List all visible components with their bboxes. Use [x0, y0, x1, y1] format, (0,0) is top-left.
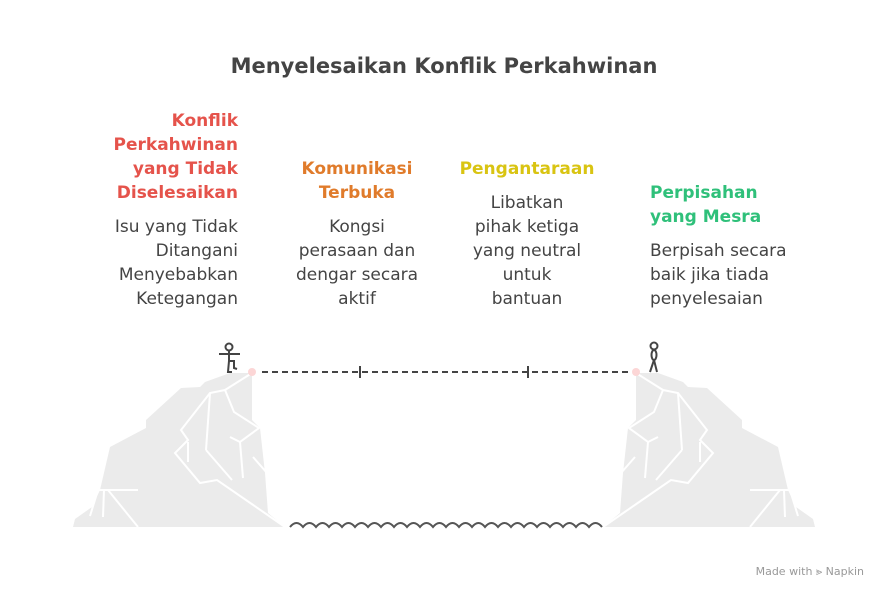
left-anchor-dot: [248, 368, 256, 376]
heading-line: yang Mesra: [650, 207, 762, 227]
body-line: baik jika tiada: [650, 265, 770, 285]
body-line: Berpisah secara: [650, 241, 787, 261]
right-anchor-dot: [632, 368, 640, 376]
body-line: aktif: [338, 289, 376, 309]
body-line: dengar secara: [295, 265, 419, 285]
stage-heading: Konflik Perkahwinan yang Tidak Diselesai…: [68, 109, 238, 205]
body-line: untuk: [502, 265, 552, 285]
body-line: bantuan: [491, 289, 563, 309]
right-cliff: [602, 372, 816, 528]
stage-unresolved-conflict: Konflik Perkahwinan yang Tidak Diselesai…: [68, 109, 238, 311]
stage-heading: Perpisahan yang Mesra: [650, 181, 820, 229]
stick-figure-left-icon: [219, 342, 240, 373]
heading-line: Pengantaraan: [459, 159, 595, 179]
body-line: yang neutral: [472, 241, 582, 261]
body-line: perasaan dan: [298, 241, 416, 261]
body-line: Ditangani: [155, 241, 238, 261]
page-title: Menyelesaikan Konflik Perkahwinan: [230, 54, 658, 78]
body-line: Ketegangan: [136, 289, 238, 309]
heading-line: Perkahwinan: [113, 135, 238, 155]
dashed-rope: [262, 366, 632, 378]
stick-figure-right-icon: [649, 341, 659, 373]
body-line: penyelesaian: [650, 289, 763, 309]
stage-heading: Pengantaraan: [447, 157, 607, 181]
branding-label: Made with: [755, 565, 813, 578]
body-line: Libatkan: [490, 193, 564, 213]
heading-line: Terbuka: [318, 183, 396, 203]
stage-mediation: Pengantaraan Libatkan pihak ketiga yang …: [447, 157, 607, 311]
stage-heading: Komunikasi Terbuka: [277, 157, 437, 205]
left-cliff: [73, 372, 286, 528]
heading-line: yang Tidak: [132, 159, 238, 179]
water-waves: [289, 522, 603, 529]
body-line: Isu yang Tidak: [114, 217, 238, 237]
heading-line: Perpisahan: [650, 183, 758, 203]
heading-line: Komunikasi: [301, 159, 413, 179]
heading-line: Diselesaikan: [116, 183, 238, 203]
body-line: Menyebabkan: [118, 265, 238, 285]
napkin-branding[interactable]: Made with ⪢ Napkin: [756, 565, 864, 579]
napkin-logo-icon: ⪢: [815, 565, 823, 578]
stage-amicable-separation: Perpisahan yang Mesra Berpisah secara ba…: [650, 181, 820, 311]
heading-line: Konflik: [171, 111, 238, 131]
body-line: pihak ketiga: [474, 217, 580, 237]
body-line: Kongsi: [329, 217, 385, 237]
branding-name: Napkin: [825, 565, 864, 578]
stage-open-communication: Komunikasi Terbuka Kongsi perasaan dan d…: [277, 157, 437, 311]
